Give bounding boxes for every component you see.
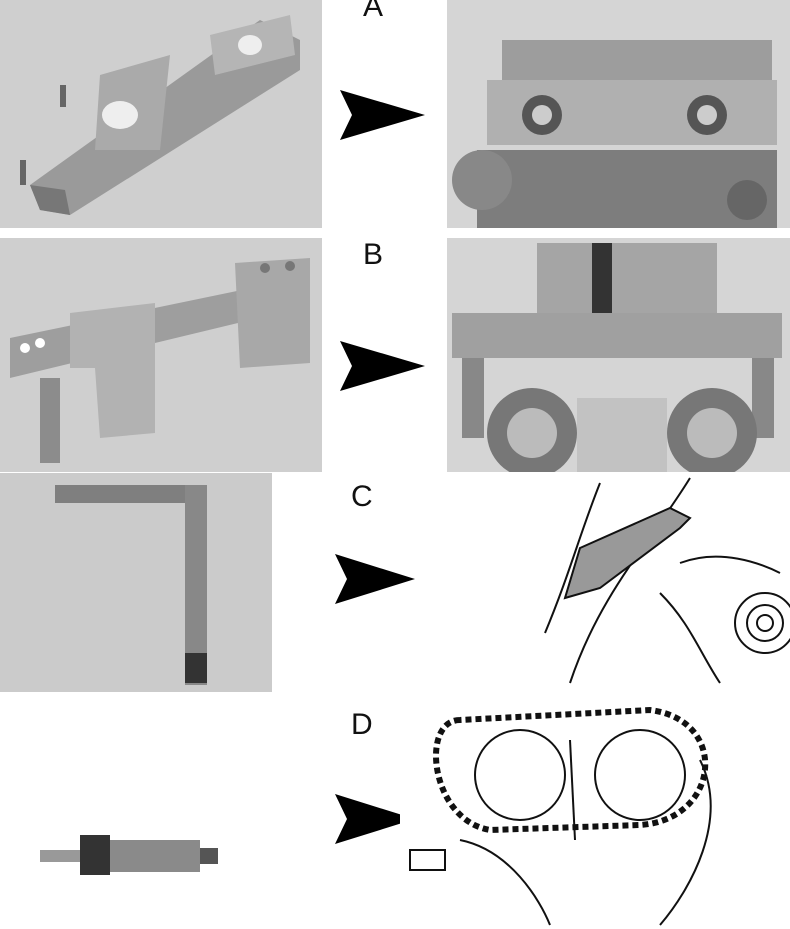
row-c-right-drawing (540, 473, 790, 692)
right-arrowhead-icon (340, 341, 425, 391)
pin-tool-insertion-drawing (544, 477, 790, 684)
row-d-right-drawing (400, 700, 790, 929)
row-a-right-photo (447, 0, 790, 228)
camshaft-locking-plate-installed-image (452, 40, 777, 228)
tensioner-locking-bolt-image (40, 835, 218, 875)
row-label-a: A (363, 0, 384, 23)
right-arrowhead-icon (335, 554, 415, 604)
row-label-c: C (351, 480, 373, 513)
timing-bar-tool-image (20, 15, 300, 215)
timing-chain-tensioner-drawing (409, 706, 712, 926)
row-b-left-photo (0, 238, 322, 472)
row-a-left-photo (0, 0, 322, 228)
row-label-b: B (363, 238, 384, 271)
right-arrowhead-icon (335, 794, 415, 844)
row-c-left-photo (0, 473, 272, 692)
bridge-tool-on-engine-image (452, 243, 782, 472)
camshaft-bridge-tool-image (10, 258, 310, 463)
row-d-left-photo (0, 700, 300, 929)
row-b-right-photo (447, 238, 790, 472)
right-arrowhead-icon (340, 90, 425, 140)
l-shaped-pin-tool-image (55, 485, 207, 685)
row-label-d: D (351, 708, 373, 741)
